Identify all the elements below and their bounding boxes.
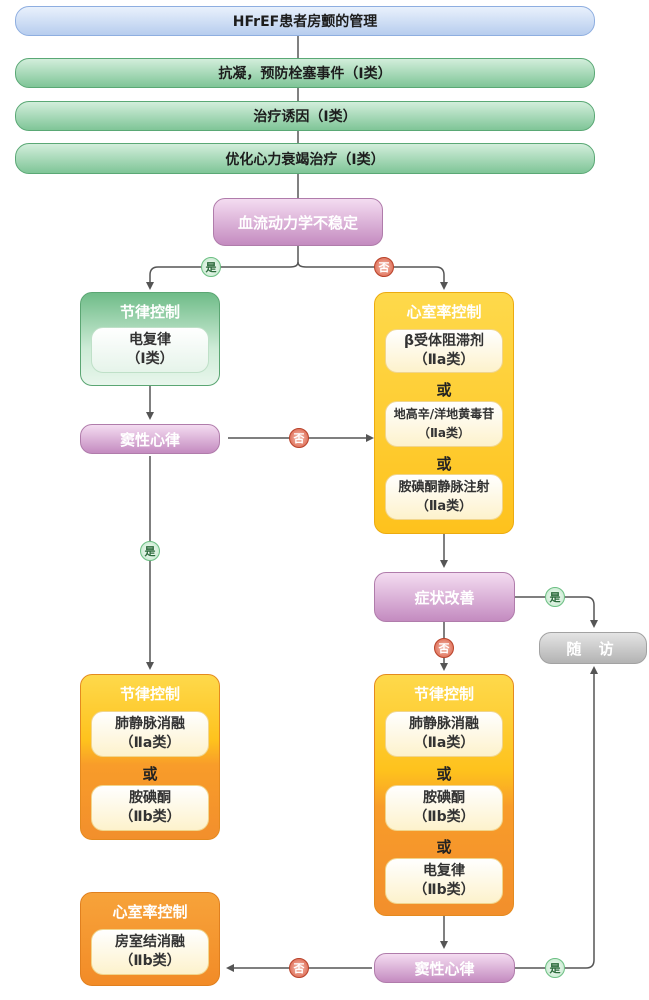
yes-badge: 是 [201,257,221,277]
step-optimize-hf: 优化心力衰竭治疗（Ⅰ类） [15,143,595,174]
or-label: 或 [436,838,452,856]
item-name: β受体阻滞剂 [403,333,485,349]
badge-text: 是 [144,545,156,558]
item-class: （Ⅱb类） [413,809,475,825]
amiodarone-item: 胺碘酮 （Ⅱb类） [385,785,503,831]
badge-text: 否 [293,432,305,445]
step-treat-triggers: 治疗诱因（Ⅰ类） [15,101,595,131]
rate-control-panel-av-node: 心室率控制 房室结消融 （Ⅱb类） [80,892,220,986]
step-label: 抗凝，预防栓塞事件（Ⅰ类） [218,66,392,82]
item-class: （Ⅱa类） [119,735,181,751]
no-badge: 否 [374,257,394,277]
symptom-improvement-decision: 症状改善 [374,572,515,622]
item-class: （Ⅱa类） [415,499,473,514]
decision-label: 症状改善 [414,588,475,607]
badge-text: 是 [549,962,561,975]
item-name: 肺静脉消融 [115,716,185,732]
digoxin-item: 地高辛/洋地黄毒苷 （Ⅱa类） [385,401,503,447]
decision-label: 血流动力学不稳定 [237,213,358,232]
badge-text: 是 [205,261,217,274]
no-badge: 否 [434,638,454,658]
pv-ablation-item: 肺静脉消融 （Ⅱa类） [385,711,503,757]
or-label: 或 [436,765,452,783]
no-badge: 否 [289,958,309,978]
panel-title: 心室率控制 [406,303,482,321]
step-label: 治疗诱因（Ⅰ类） [253,109,357,125]
item-name: 胺碘酮静脉注射 [398,480,490,495]
decision-label: 窦性心律 [119,430,180,449]
item-class: （Ⅱa类） [417,426,470,440]
rhythm-control-panel-right: 节律控制 肺静脉消融 （Ⅱa类） 或 胺碘酮 （Ⅱb类） 或 电复律 （Ⅱb类） [374,674,514,916]
yes-badge: 是 [545,587,565,607]
panel-title: 心室率控制 [112,903,188,921]
rhythm-control-panel-left: 节律控制 肺静脉消融 （Ⅱa类） 或 胺碘酮 （Ⅱb类） [80,674,220,840]
panel-title: 节律控制 [119,303,180,321]
step-label: 优化心力衰竭治疗（Ⅰ类） [225,151,385,168]
badge-text: 是 [549,591,561,604]
item-name: 胺碘酮 [129,790,171,806]
item-name: 房室结消融 [115,934,185,950]
item-name: 电复律 [129,332,171,348]
badge-text: 否 [378,261,390,274]
cardioversion-item: 电复律 （Ⅰ类） [91,327,209,373]
item-class: （Ⅱa类） [413,735,475,751]
panel-title: 节律控制 [413,685,474,703]
iv-amiodarone-item: 胺碘酮静脉注射 （Ⅱa类） [385,474,503,520]
sinus-rhythm-decision-2: 窦性心律 [374,953,515,983]
badge-text: 否 [293,962,305,975]
follow-up-box: 随 访 [539,632,647,664]
yes-badge: 是 [140,541,160,561]
item-name: 肺静脉消融 [409,716,479,732]
decision-hemodynamic-unstable: 血流动力学不稳定 [213,198,383,246]
pv-ablation-item: 肺静脉消融 （Ⅱa类） [91,711,209,757]
av-node-ablation-item: 房室结消融 （Ⅱb类） [91,929,209,975]
item-class: （Ⅱb类） [413,882,475,898]
beta-blocker-item: β受体阻滞剂 （Ⅱa类） [385,329,503,373]
follow-up-label: 随 访 [566,639,620,658]
or-label: 或 [142,765,158,783]
or-label: 或 [436,381,452,399]
rhythm-control-panel-cardioversion: 节律控制 电复律 （Ⅰ类） [80,292,220,386]
item-class: （Ⅰ类） [126,351,174,367]
item-class: （Ⅱa类） [413,352,475,368]
item-class: （Ⅱb类） [119,953,181,969]
item-name: 胺碘酮 [423,790,465,806]
panel-title: 节律控制 [119,685,180,703]
title-bar: HFrEF患者房颤的管理 [15,6,595,36]
yes-badge: 是 [545,958,565,978]
rate-control-panel: 心室率控制 β受体阻滞剂 （Ⅱa类） 或 地高辛/洋地黄毒苷 （Ⅱa类） 或 胺… [374,292,514,534]
item-name: 地高辛/洋地黄毒苷 [393,407,495,421]
item-class: （Ⅱb类） [119,809,181,825]
amiodarone-item: 胺碘酮 （Ⅱb类） [91,785,209,831]
step-anticoagulation: 抗凝，预防栓塞事件（Ⅰ类） [15,58,595,88]
item-name: 电复律 [423,863,465,879]
sinus-rhythm-decision-1: 窦性心律 [80,424,220,454]
decision-label: 窦性心律 [414,959,475,978]
cardioversion-item: 电复律 （Ⅱb类） [385,858,503,904]
no-badge: 否 [289,428,309,448]
diagram-title: HFrEF患者房颤的管理 [232,14,378,30]
badge-text: 否 [438,642,450,655]
or-label: 或 [436,455,452,473]
